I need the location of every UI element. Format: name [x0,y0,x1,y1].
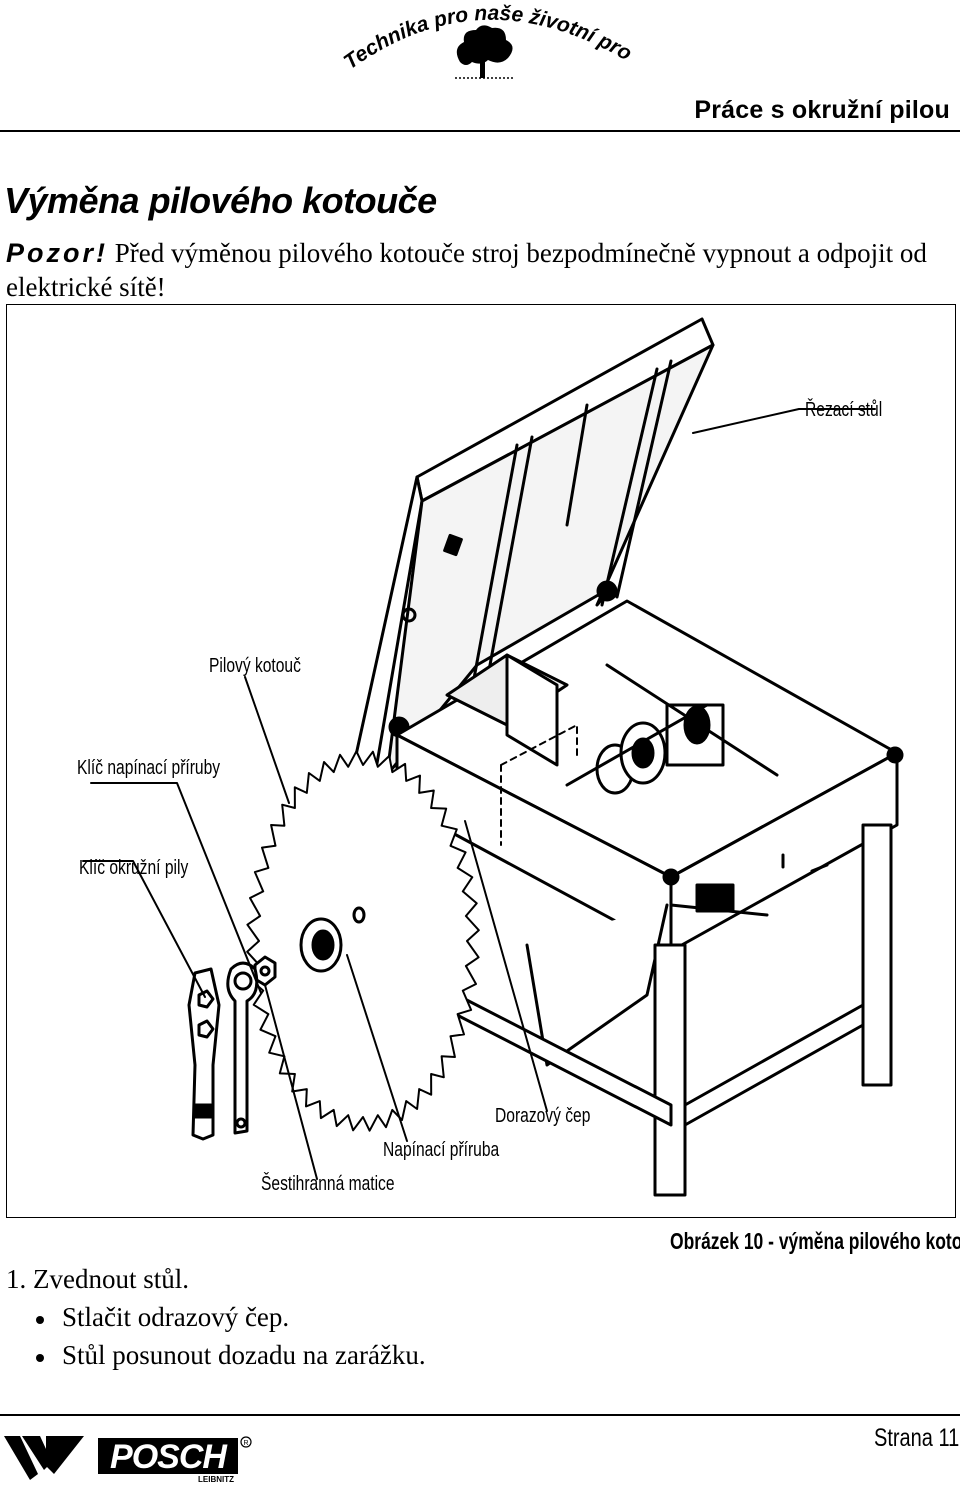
saw-wrench-drawing [187,967,221,1141]
machine-legs-drawing [455,823,893,1197]
saw-blade-drawing [246,750,480,1132]
label-stop-pin: Dorazový čep [495,1105,591,1127]
label-saw-wrench: Klíč okružní pily [79,857,189,879]
callout-leaders [82,408,876,1180]
label-cutting-table: Řezací stůl [805,399,883,421]
w-mark-icon [4,1436,84,1480]
section-title: Práce s okružní pilou [694,96,950,124]
warning-label: Pozor! [6,238,108,268]
label-tension-flange: Napínací příruba [383,1139,500,1161]
tree-icon [455,25,515,79]
hex-nut-drawing [253,955,277,987]
header-divider [0,130,960,132]
label-saw-blade: Pilový kotouč [209,655,301,677]
instruction-step-1: 1. Zvednout stůl. [6,1264,189,1294]
registered-icon: R [240,1436,252,1448]
page-number: Strana 11 [874,1424,960,1452]
instruction-bullet: Stůl posunout dozadu na zarážku. [36,1340,426,1371]
label-flange-wrench: Klíč napínací příruby [77,757,221,779]
saw-blade-replacement-drawing [82,317,904,1197]
instruction-bullet: Stlačit odrazový čep. [36,1302,289,1333]
svg-text:R: R [243,1440,248,1447]
posch-logo: POSCH LEIBNITZ R [0,1430,260,1486]
warning-paragraph: Pozor! Před výměnou pilového kotouče str… [6,236,956,304]
saw-teeth [246,750,480,1132]
page-heading: Výměna pilového kotouče [4,180,437,221]
brand-sub: LEIBNITZ [198,1475,234,1484]
footer-divider [0,1414,960,1416]
bullet-icon [36,1353,44,1362]
figure-frame: Řezací stůl Pilový kotouč Klíč napínací … [6,304,956,1218]
warning-text: Před výměnou pilového kotouče stroj bezp… [6,238,927,302]
brand-wordmark: POSCH [110,1438,228,1476]
header-logo: Technika pro naše životní prostředí [324,0,640,90]
flange-wrench-drawing [226,961,259,1135]
label-hex-nut: Šestihranná matice [261,1173,395,1195]
motor-drawing [565,663,779,795]
figure-caption: Obrázek 10 - výměna pilového kotouče [670,1228,960,1254]
bullet-icon [36,1315,44,1324]
